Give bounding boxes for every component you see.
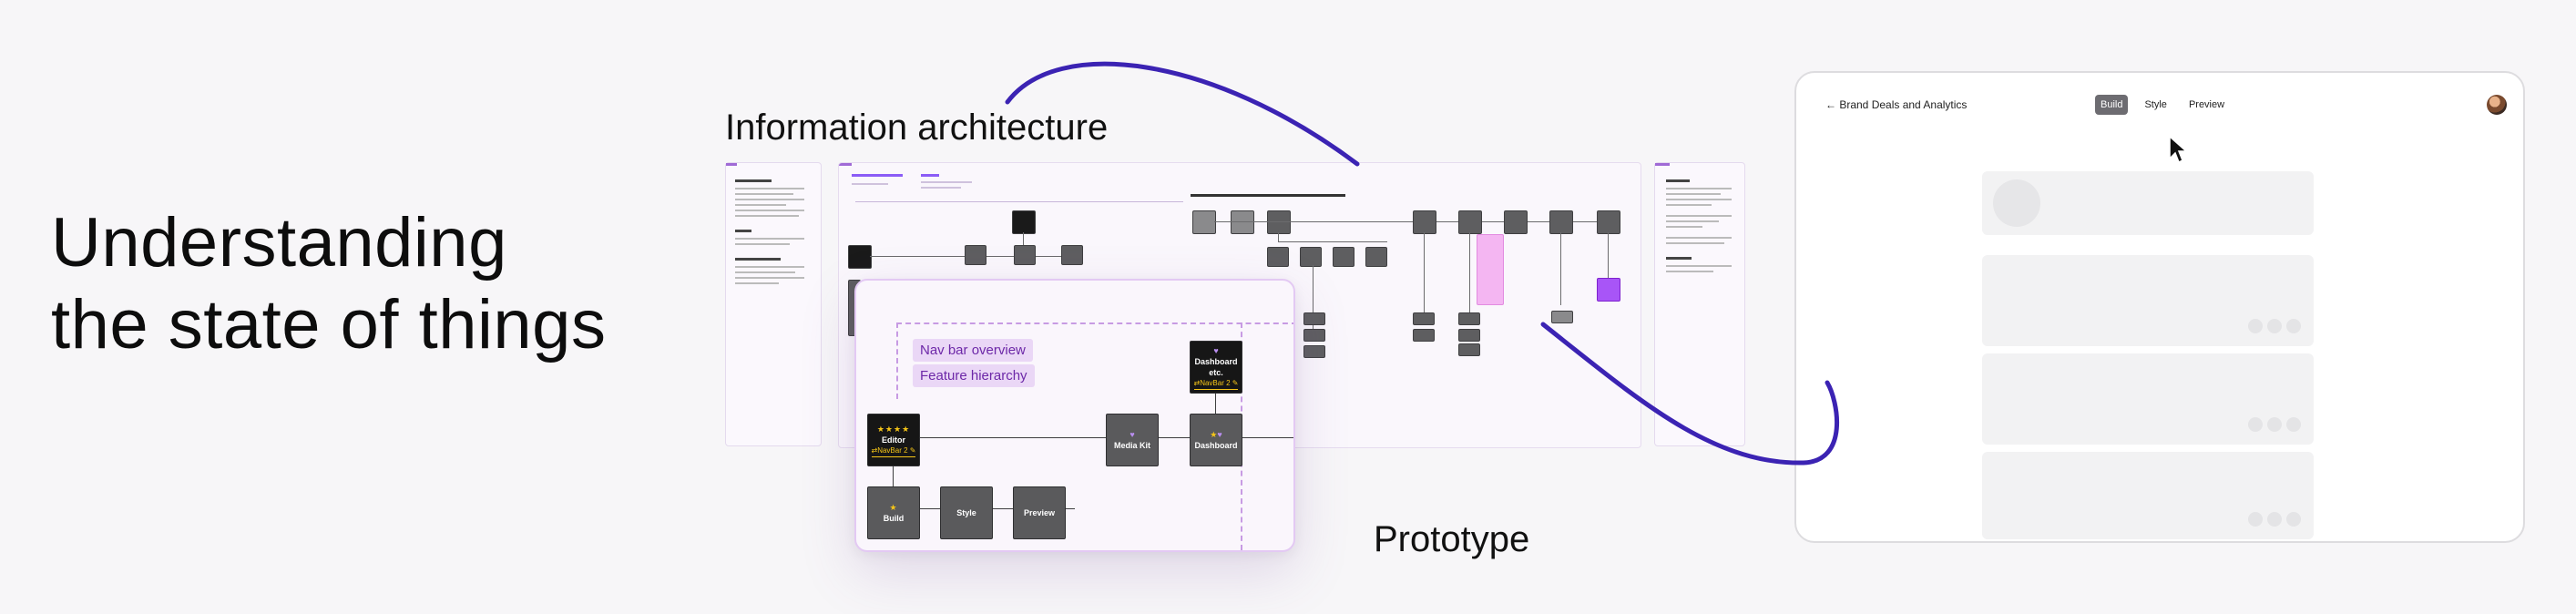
skeleton-dots	[2248, 319, 2301, 333]
ia-node	[1303, 345, 1325, 358]
ia-node	[1413, 329, 1435, 342]
rating-stars: ★★★★	[876, 424, 911, 434]
node-label: Dashboard	[1194, 441, 1238, 450]
node-dashboard-etc: ♥ Dashboard etc. ⇄NavBar 2 ✎	[1190, 341, 1242, 394]
chip-feature-hierarchy: Feature hierarchy	[913, 364, 1035, 387]
skeleton-dots	[2248, 512, 2301, 527]
ia-node	[1413, 312, 1435, 325]
star-icon: ★	[889, 503, 898, 512]
headline-line-2: the state of things	[51, 285, 607, 363]
node-dashboard: ★♥ Dashboard	[1190, 414, 1242, 466]
node-build: ★ Build	[867, 486, 920, 539]
tab-style[interactable]: Style	[2144, 99, 2167, 110]
skeleton-header-card	[1982, 171, 2314, 235]
ia-node	[1458, 210, 1482, 234]
node-editor: ★★★★ Editor ⇄NavBar 2 ✎	[867, 414, 920, 466]
ia-node-highlight	[1597, 278, 1620, 302]
ia-node	[1458, 312, 1480, 325]
ia-node	[1231, 210, 1254, 234]
ia-node	[1549, 210, 1573, 234]
heart-icon: ♥	[1130, 430, 1135, 439]
ia-node	[965, 245, 986, 265]
skeleton-card	[1982, 452, 2314, 539]
chip-nav-bar-overview: Nav bar overview	[913, 339, 1033, 362]
node-preview: Preview	[1013, 486, 1066, 539]
tab-build[interactable]: Build	[2095, 95, 2129, 115]
tab-preview[interactable]: Preview	[2188, 99, 2225, 110]
ia-node	[1458, 343, 1480, 356]
prototype-label: Prototype	[1374, 519, 1530, 559]
ia-node	[1458, 329, 1480, 342]
heart-icon: ♥	[1213, 345, 1219, 355]
headline-line-1: Understanding	[51, 204, 507, 281]
prototype-window: ← Brand Deals and Analytics Build Style …	[1794, 71, 2525, 543]
ia-node	[1365, 247, 1387, 267]
prototype-tabs: Build Style Preview	[2095, 95, 2230, 115]
ia-node	[1192, 210, 1216, 234]
navbar-tag: ⇄NavBar 2 ✎	[871, 445, 916, 457]
board-heading-bar	[852, 174, 903, 177]
node-media-kit: ♥ Media Kit	[1106, 414, 1159, 466]
ia-node	[1413, 210, 1436, 234]
ia-label: Information architecture	[725, 107, 1109, 148]
ia-node	[1267, 210, 1291, 234]
ia-notes-card-left	[725, 162, 822, 446]
ia-node	[1012, 210, 1036, 234]
ia-sticky-note	[1477, 234, 1504, 305]
ia-node	[1300, 247, 1322, 267]
skeleton-card	[1982, 255, 2314, 346]
node-label: Media Kit	[1113, 441, 1150, 450]
mouse-cursor-icon	[2169, 135, 2188, 164]
ia-zoom-card: Nav bar overview Feature hierarchy ★★★★ …	[854, 279, 1295, 552]
node-label: Build	[883, 514, 905, 523]
star-heart-icon: ★♥	[1210, 430, 1222, 439]
ia-node	[1597, 210, 1620, 234]
ia-node	[1551, 311, 1573, 323]
ia-node	[1303, 312, 1325, 325]
headline: Understanding the state of things	[51, 202, 606, 365]
skeleton-dots	[2248, 417, 2301, 432]
ia-node	[1061, 245, 1083, 265]
ia-node	[1014, 245, 1036, 265]
ia-notes-card-right	[1654, 162, 1745, 446]
ia-node	[848, 245, 872, 269]
navbar-tag: ⇄NavBar 2 ✎	[1193, 378, 1239, 390]
back-link[interactable]: ← Brand Deals and Analytics	[1825, 98, 1968, 111]
node-label: Style	[956, 508, 976, 517]
node-label: Preview	[1023, 508, 1056, 517]
card-accent	[726, 163, 737, 166]
ia-node	[1333, 247, 1354, 267]
node-label: Editor	[882, 435, 905, 445]
card-accent	[1655, 163, 1670, 166]
board-section-title	[1191, 194, 1345, 197]
ia-node	[1303, 329, 1325, 342]
node-style: Style	[940, 486, 993, 539]
board-accent	[839, 163, 852, 166]
node-label: Dashboard etc.	[1194, 356, 1238, 377]
ia-node	[1267, 247, 1289, 267]
skeleton-card	[1982, 353, 2314, 445]
avatar[interactable]	[2487, 95, 2507, 115]
ia-node	[1504, 210, 1528, 234]
skeleton-avatar	[1993, 179, 2040, 227]
